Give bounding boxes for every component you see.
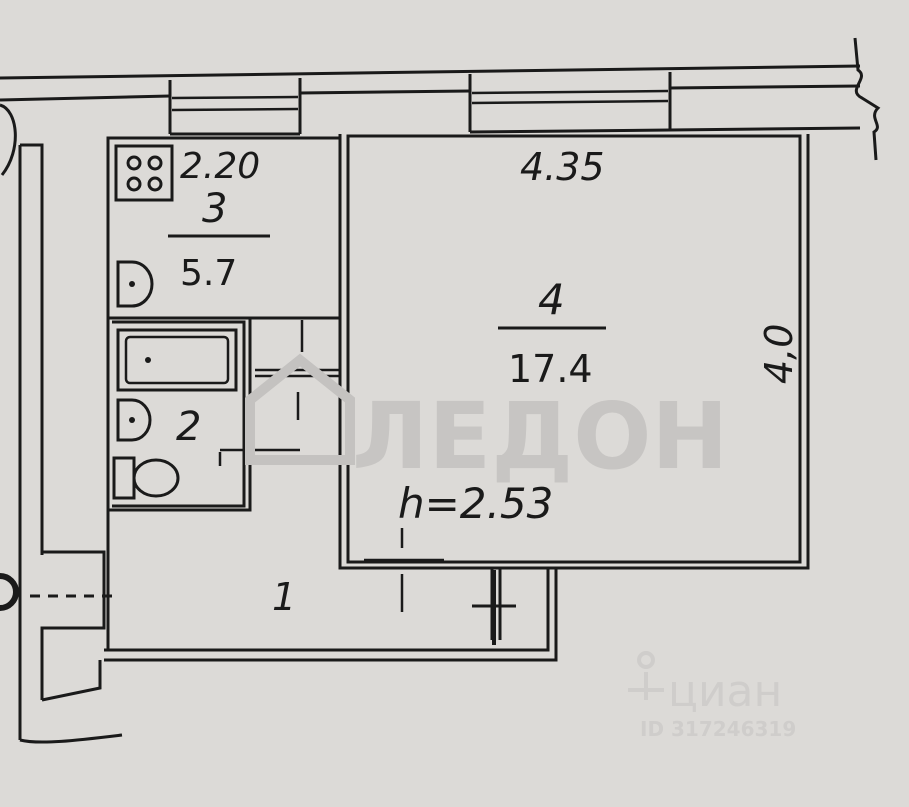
bathtub-icon	[116, 328, 238, 392]
living-width-label: 4.35	[520, 145, 605, 189]
window-living	[471, 89, 669, 105]
wall-break-symbol	[853, 37, 881, 161]
bathroom-sink-icon	[116, 398, 152, 442]
agency-watermark: ЛЕДОН	[245, 353, 728, 490]
living-room-walls	[338, 134, 810, 570]
agency-watermark-text: ЛЕДОН	[352, 383, 728, 490]
kitchen-sink-icon	[116, 260, 154, 308]
kitchen-width-label: 2.20	[180, 146, 260, 187]
bathroom-door	[218, 320, 340, 466]
ceiling-height-label: h=2.53	[398, 479, 553, 528]
living-depth-label: 4,0	[757, 324, 801, 384]
living-room-door	[364, 528, 444, 612]
portal-watermark: циан ID 317246319	[628, 651, 796, 741]
bathroom-number-label: 2	[176, 404, 201, 450]
hall-walls	[104, 568, 558, 662]
living-area-label: 17.4	[508, 347, 593, 391]
window-kitchen	[171, 95, 299, 112]
living-number-label: 4	[538, 275, 565, 324]
location-pin-icon	[628, 651, 664, 700]
portal-watermark-text: циан	[668, 666, 782, 717]
kitchen-number-label: 3	[202, 186, 227, 232]
house-logo-icon	[245, 353, 355, 465]
toilet-icon	[112, 456, 180, 500]
entrance-door-marker	[0, 573, 19, 611]
hall-number-label: 1	[272, 575, 296, 619]
listing-id-text: ID 317246319	[640, 717, 796, 741]
left-walls	[0, 103, 123, 744]
kitchen-area-label: 5.7	[180, 253, 237, 294]
exterior-wall	[0, 64, 861, 136]
stove-icon	[114, 144, 174, 202]
